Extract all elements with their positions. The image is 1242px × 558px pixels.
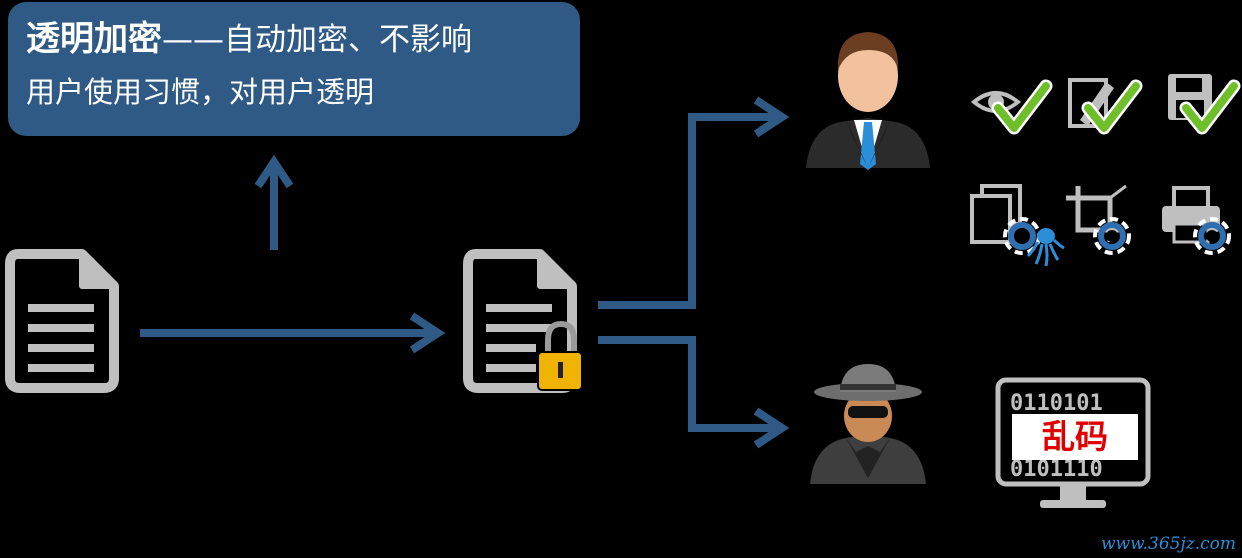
document-icon — [5, 249, 119, 393]
callout-subtitle: ——自动加密、不影响 — [162, 22, 472, 58]
check-icon-edit — [1081, 79, 1143, 135]
callout-line-1: 透明加密——自动加密、不影响 — [26, 16, 562, 63]
check-icon-save — [1179, 79, 1241, 135]
callout-line-2: 用户使用习惯，对用户透明 — [26, 75, 375, 109]
garbled-text-label: 乱码 — [1012, 414, 1138, 460]
svg-text:0110101: 0110101 — [1010, 391, 1103, 416]
blocked-icon-screenshot — [1095, 219, 1129, 253]
transparent-encryption-callout: 透明加密——自动加密、不影响 用户使用习惯，对用户透明 — [8, 2, 580, 136]
arrow-encrypt — [140, 312, 446, 354]
watermark: www.365jz.com — [1101, 534, 1236, 554]
locked-document-icon — [463, 249, 583, 393]
arrow-to-authorized-user — [598, 96, 790, 309]
arrow-to-unauthorized-user — [598, 336, 790, 449]
monitor-icon: 0110101 0101110 — [995, 377, 1151, 508]
check-icon-view — [991, 79, 1053, 135]
octopus-icon — [1026, 228, 1065, 267]
blocked-icon-print — [1195, 219, 1229, 253]
businessman-icon — [806, 32, 930, 170]
padlock-icon — [537, 320, 583, 391]
svg-text:0101110: 0101110 — [1010, 457, 1103, 482]
hacker-icon — [810, 364, 926, 484]
callout-title: 透明加密 — [26, 19, 162, 59]
arrow-up — [254, 154, 294, 250]
